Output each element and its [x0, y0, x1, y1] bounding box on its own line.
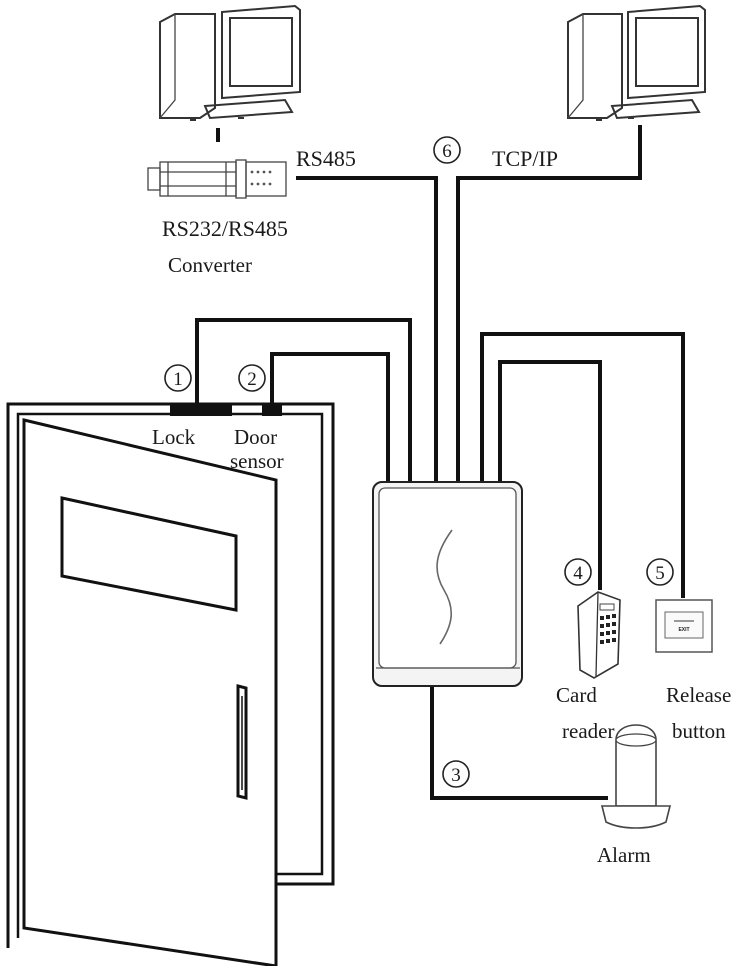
marker-lock-number: 1 — [173, 369, 183, 390]
marker-alarm: 3 — [442, 760, 470, 788]
alarm-wire — [430, 686, 608, 800]
converter-label-line1: RS232/RS485 — [162, 216, 288, 241]
release-button-label-line2: button — [672, 719, 726, 743]
marker-release-button-number: 5 — [655, 563, 665, 584]
marker-network: 6 — [433, 136, 461, 164]
marker-alarm-number: 3 — [451, 765, 461, 786]
card-reader-label-line2: reader — [562, 719, 614, 743]
converter-label-line2: Converter — [168, 253, 252, 277]
release-button-label-line1: Release — [666, 683, 731, 707]
rs485-label: RS485 — [296, 146, 356, 171]
computer-left-icon — [159, 4, 301, 121]
computer-right-icon — [567, 4, 706, 121]
marker-card-reader-number: 4 — [573, 563, 583, 584]
access-controller-icon — [372, 481, 523, 687]
marker-release-button: 5 — [646, 558, 674, 586]
tcpip-label: TCP/IP — [492, 146, 558, 171]
door-sensor-block-icon — [262, 404, 282, 416]
rs232-rs485-converter-icon — [147, 159, 287, 199]
card-reader-wire — [498, 360, 602, 590]
release-button-face-label: EXIT — [678, 627, 689, 633]
door-sensor-label-line1: Door — [234, 425, 277, 449]
exit-release-button-icon: EXIT — [655, 599, 713, 653]
marker-card-reader: 4 — [564, 558, 592, 586]
alarm-siren-icon — [600, 724, 672, 829]
lock-block-icon — [170, 404, 232, 416]
lock-wire — [195, 318, 412, 484]
lock-label: Lock — [152, 425, 196, 449]
door-sensor-label-line2: sensor — [230, 449, 284, 473]
rs485-wire — [296, 176, 438, 484]
door-icon — [6, 402, 335, 966]
marker-network-number: 6 — [442, 141, 452, 162]
marker-lock: 1 — [164, 364, 192, 392]
marker-door-sensor-number: 2 — [247, 369, 257, 390]
card-reader-label-line1: Card — [556, 683, 597, 707]
alarm-label: Alarm — [597, 843, 651, 867]
card-reader-keypad-icon — [577, 591, 621, 679]
tcpip-wire — [456, 125, 642, 484]
marker-door-sensor: 2 — [238, 364, 266, 392]
door-sensor-wire — [270, 352, 390, 484]
release-button-wire — [480, 332, 685, 598]
